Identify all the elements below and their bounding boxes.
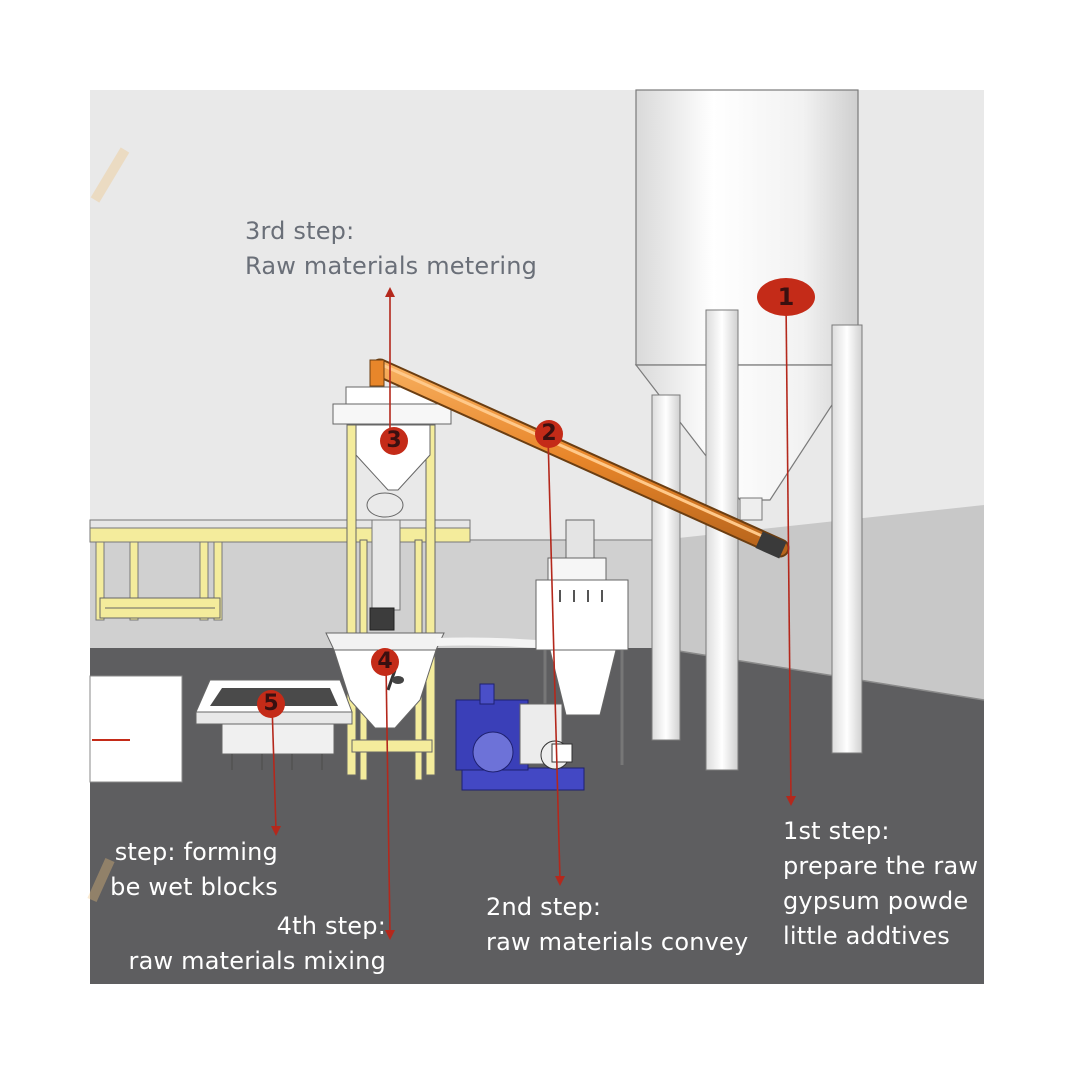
marker-4-badge	[371, 648, 399, 676]
mixer-body	[333, 649, 437, 729]
step1-title: 1st step:	[783, 817, 890, 845]
step2-desc: raw materials convey	[486, 928, 749, 956]
dust-fan-motor	[565, 519, 595, 561]
silo-outlet	[739, 497, 763, 521]
step4-title: 4th step:	[276, 912, 386, 940]
silo-legs	[651, 309, 863, 771]
dust-collector-cone	[549, 649, 617, 716]
dust-collector-body	[535, 579, 629, 651]
mixer-base-frame	[351, 739, 433, 753]
silo-cone	[634, 364, 860, 501]
metering-valve	[366, 492, 404, 518]
conveyor-inlet	[369, 359, 385, 387]
pump-base	[461, 767, 585, 791]
forming-table	[221, 723, 335, 755]
step4-desc: raw materials mixing	[128, 947, 386, 975]
left-platform-legs	[95, 541, 223, 621]
metering-hopper	[355, 424, 431, 491]
mixer-motor	[369, 607, 395, 631]
step3-desc: Raw materials metering	[245, 252, 538, 280]
marker-1: 1	[777, 283, 795, 311]
step3-title: 3rd step:	[245, 217, 355, 245]
metering-lid	[332, 403, 452, 425]
metering-tube	[371, 519, 401, 611]
right-wall	[660, 505, 984, 700]
pointer-arrowheads	[271, 287, 796, 940]
marker-4: 4	[377, 649, 393, 674]
step1-line3: little addtives	[783, 922, 950, 950]
step2-title: 2nd step:	[486, 893, 602, 921]
silo-cylinder	[635, 89, 859, 366]
step1-line1: prepare the raw	[783, 852, 979, 880]
dust-fan-housing	[547, 557, 607, 581]
step4-label: 4th step: raw materials mixing	[100, 909, 386, 979]
marker-2: 2	[541, 421, 557, 446]
marker-3-badge	[380, 427, 408, 455]
pump-wheel	[472, 731, 514, 773]
step5-label: step: forming be wet blocks	[92, 835, 278, 905]
step3-label: 3rd step: Raw materials metering	[245, 214, 537, 284]
step5-line2: be wet blocks	[110, 873, 278, 901]
left-platform-deck	[89, 519, 471, 529]
marker-1-badge	[757, 278, 815, 316]
step5-line1: step: forming	[114, 838, 278, 866]
form-slab	[89, 675, 183, 783]
conveyor-motor	[755, 531, 787, 559]
marker-3: 3	[386, 428, 402, 453]
marker-5-badge	[257, 690, 285, 718]
pointer-lines	[271, 292, 792, 936]
step1-label: 1st step: prepare the raw gypsum powde l…	[783, 814, 984, 954]
step2-label: 2nd step: raw materials convey	[486, 890, 748, 960]
marker-2-badge	[535, 420, 563, 448]
marker-5: 5	[263, 691, 279, 716]
left-platform-rail	[89, 527, 471, 543]
step1-line2: gypsum powde	[783, 887, 969, 915]
